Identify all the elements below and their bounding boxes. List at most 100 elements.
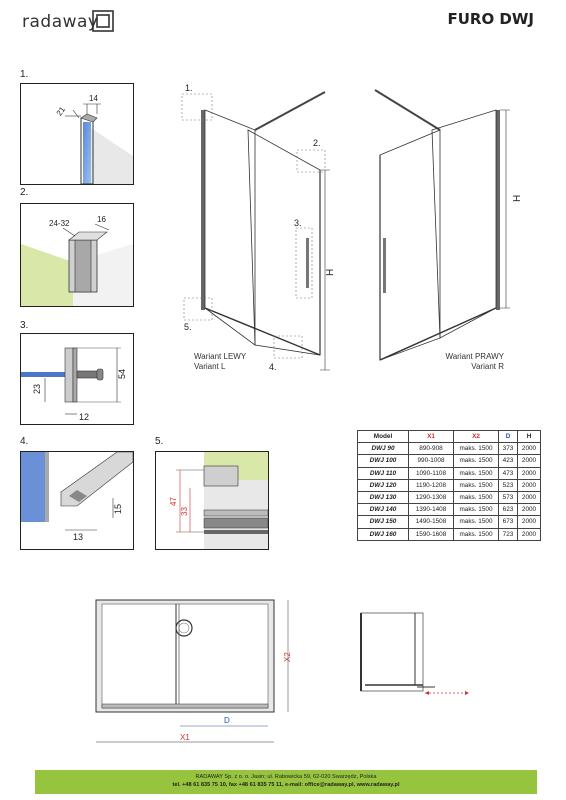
plan-dim-x2: X2 bbox=[283, 652, 292, 662]
detail-3-box: 54 23 12 bbox=[20, 333, 134, 425]
spec-cell-d: 673 bbox=[498, 515, 518, 529]
spec-cell-d: 473 bbox=[498, 466, 518, 480]
spec-cell-h: 2000 bbox=[517, 527, 541, 541]
step-label-5: 5. bbox=[155, 436, 164, 447]
variant-right-dim-h: H bbox=[512, 195, 523, 202]
detail-5-box: 47 33 bbox=[155, 451, 269, 550]
spec-cell-model: DWJ 100 bbox=[357, 454, 409, 468]
variant-left-label: Wariant LEWY Variant L bbox=[194, 352, 246, 372]
spec-cell-h: 2000 bbox=[517, 515, 541, 529]
spec-cell-h: 2000 bbox=[517, 442, 541, 456]
spec-cell-model: DWJ 160 bbox=[357, 527, 409, 541]
spec-cell-model: DWJ 110 bbox=[357, 466, 409, 480]
spec-cell-d: 623 bbox=[498, 503, 518, 517]
spec-cell-x2: maks. 1500 bbox=[453, 527, 499, 541]
spec-cell-h: 2000 bbox=[517, 466, 541, 480]
detail-2-dim-24-32: 24-32 bbox=[49, 219, 70, 228]
variant-right-label: Wariant PRAWY Variant R bbox=[440, 352, 504, 372]
spec-cell-x1: 990-1008 bbox=[408, 454, 454, 468]
callout-4: 4. bbox=[269, 362, 277, 372]
step-label-2: 2. bbox=[20, 187, 29, 198]
detail-2-dim-16: 16 bbox=[97, 215, 106, 224]
step-label-1: 1. bbox=[20, 69, 29, 80]
spec-cell-model: DWJ 90 bbox=[357, 442, 409, 456]
spec-cell-x2: maks. 1500 bbox=[453, 503, 499, 517]
detail-1-dim-21: 21 bbox=[55, 105, 68, 118]
spec-cell-x2: maks. 1500 bbox=[453, 454, 499, 468]
company-footer: RADAWAY Sp. z o. o. Jasin; ul. Rabowicka… bbox=[35, 770, 537, 794]
product-title: FURO DWJ bbox=[447, 10, 534, 28]
detail-3-drawing: 54 23 12 bbox=[21, 347, 127, 422]
spec-cell-model: DWJ 120 bbox=[357, 478, 409, 492]
spec-cell-h: 2000 bbox=[517, 454, 541, 468]
detail-4-box: 15 13 bbox=[20, 451, 134, 550]
variant-right-label-pl: Wariant PRAWY bbox=[445, 352, 504, 361]
detail-1-drawing: 14 21 bbox=[55, 94, 133, 184]
detail-5-drawing: 47 33 bbox=[169, 452, 268, 549]
spec-header-x2: X2 bbox=[453, 429, 499, 444]
spec-cell-x1: 1090-1108 bbox=[408, 466, 454, 480]
spec-cell-x2: maks. 1500 bbox=[453, 515, 499, 529]
plan-dim-d: D bbox=[224, 716, 230, 725]
spec-cell-model: DWJ 140 bbox=[357, 503, 409, 517]
spec-table-header-row: Model X1 X2 D H bbox=[357, 429, 541, 444]
sliding-plan-drawing bbox=[360, 612, 469, 695]
callout-5: 5. bbox=[184, 322, 192, 332]
spec-cell-x2: maks. 1500 bbox=[453, 442, 499, 456]
spec-cell-d: 523 bbox=[498, 478, 518, 492]
variant-left-label-en: Variant L bbox=[194, 362, 226, 371]
spec-cell-x1: 1390-1408 bbox=[408, 503, 454, 517]
plan-view-drawing: X2 D X1 bbox=[95, 599, 292, 743]
main-shower-drawing: 1. 2. 3. 4. 5. H H bbox=[181, 83, 523, 372]
callout-1: 1. bbox=[185, 83, 193, 93]
spec-cell-d: 373 bbox=[498, 442, 518, 456]
detail-1-dim-14: 14 bbox=[89, 94, 98, 103]
spec-cell-x1: 1490-1508 bbox=[408, 515, 454, 529]
footer-address: RADAWAY Sp. z o. o. Jasin; ul. Rabowicka… bbox=[195, 774, 377, 780]
spec-header-model: Model bbox=[357, 429, 409, 444]
detail-4-dim-13: 13 bbox=[73, 532, 83, 542]
spec-header-d: D bbox=[498, 429, 518, 444]
detail-5-dim-33: 33 bbox=[180, 507, 189, 516]
detail-2-box: 24-32 16 bbox=[20, 203, 134, 307]
variant-right-label-en: Variant R bbox=[471, 362, 504, 371]
spec-cell-d: 423 bbox=[498, 454, 518, 468]
detail-3-dim-54: 54 bbox=[117, 369, 127, 379]
plan-dim-x1: X1 bbox=[180, 733, 190, 742]
brand-logo-text: radaway bbox=[22, 12, 99, 32]
footer-contacts: tel. +48 61 835 75 10, fax +48 61 835 75… bbox=[172, 782, 400, 788]
spec-cell-d: 573 bbox=[498, 490, 518, 505]
spec-cell-h: 2000 bbox=[517, 490, 541, 505]
spec-cell-d: 723 bbox=[498, 527, 518, 541]
spec-cell-h: 2000 bbox=[517, 478, 541, 492]
variant-right-drawing: H bbox=[374, 89, 523, 361]
spec-cell-x1: 1290-1308 bbox=[408, 490, 454, 505]
callout-3: 3. bbox=[294, 218, 302, 228]
brand-logo-icon bbox=[92, 10, 114, 32]
variant-left-drawing: 1. 2. 3. 4. 5. H bbox=[181, 83, 336, 372]
variant-left-dim-h: H bbox=[325, 269, 336, 276]
detail-4-drawing: 15 13 bbox=[21, 452, 133, 542]
spec-cell-model: DWJ 130 bbox=[357, 490, 409, 505]
spec-header-x1: X1 bbox=[408, 429, 454, 444]
step-label-4: 4. bbox=[20, 436, 29, 447]
spec-cell-h: 2000 bbox=[517, 503, 541, 517]
detail-5-dim-47: 47 bbox=[169, 497, 178, 506]
detail-2-drawing: 24-32 16 bbox=[21, 215, 133, 306]
spec-cell-x1: 890-908 bbox=[408, 442, 454, 456]
callout-2: 2. bbox=[313, 138, 321, 148]
detail-4-dim-15: 15 bbox=[113, 504, 123, 514]
detail-3-dim-23: 23 bbox=[32, 384, 42, 394]
spec-cell-x1: 1590-1608 bbox=[408, 527, 454, 541]
detail-1-box: 14 21 bbox=[20, 83, 134, 185]
step-label-3: 3. bbox=[20, 320, 29, 331]
